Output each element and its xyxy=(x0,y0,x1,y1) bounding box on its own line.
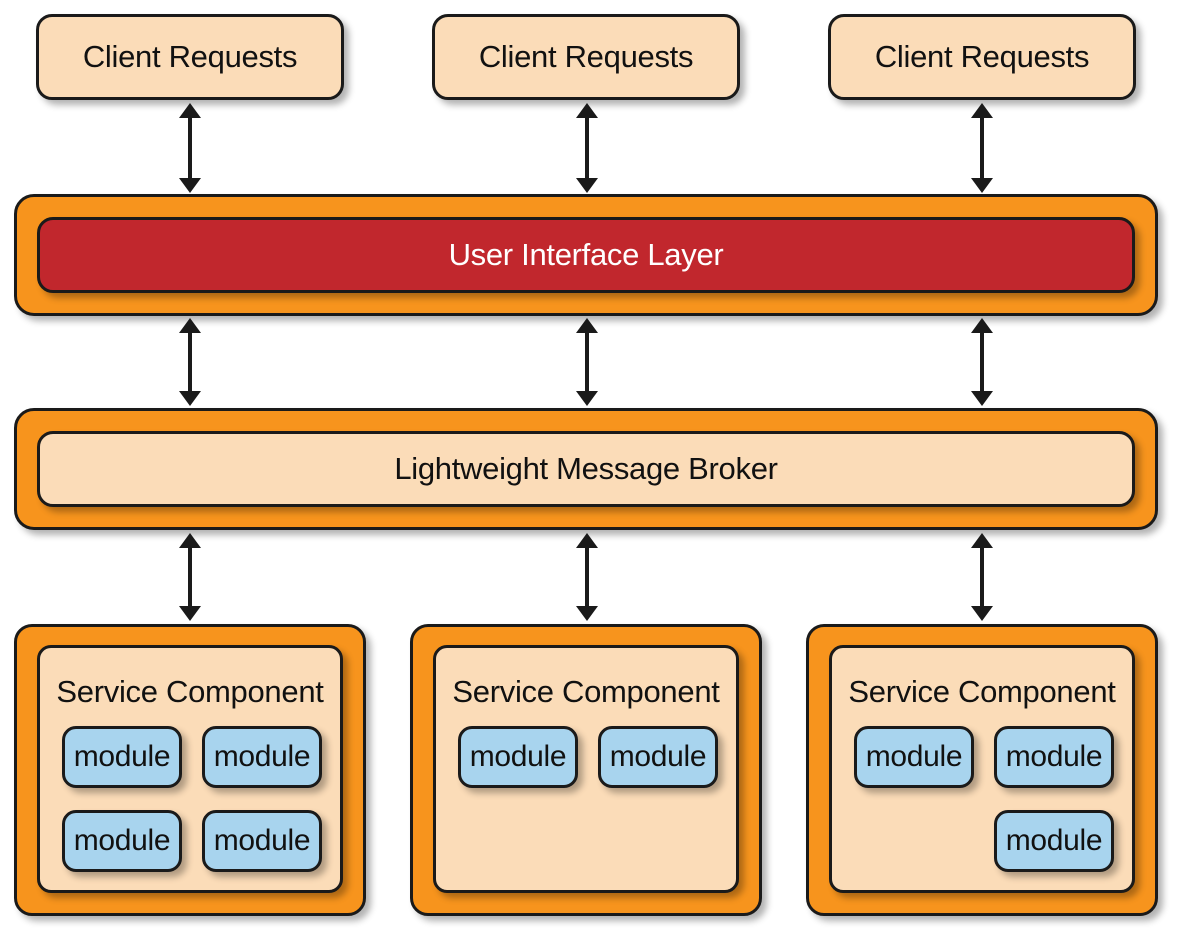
client-requests-label-3: Client Requests xyxy=(874,39,1090,74)
service-component-2: Service Component module module xyxy=(433,645,739,893)
broker-service-arrow-2 xyxy=(576,533,598,621)
service-component-3: Service Component module module module xyxy=(829,645,1135,893)
client-ui-arrow-1 xyxy=(179,103,201,193)
module-box: module xyxy=(202,810,322,872)
user-interface-layer-container: User Interface Layer xyxy=(14,194,1158,316)
service-component-title-3: Service Component xyxy=(848,674,1116,709)
ui-broker-arrow-1 xyxy=(179,318,201,406)
ui-broker-arrow-2 xyxy=(576,318,598,406)
client-requests-box-3: Client Requests xyxy=(828,14,1136,100)
user-interface-layer: User Interface Layer xyxy=(37,217,1135,293)
service-component-container-2: Service Component module module xyxy=(410,624,762,916)
module-box: module xyxy=(62,810,182,872)
message-broker-layer-container: Lightweight Message Broker xyxy=(14,408,1158,530)
module-box: module xyxy=(994,810,1114,872)
service-component-1: Service Component module module module m… xyxy=(37,645,343,893)
module-box: module xyxy=(854,726,974,788)
client-requests-box-2: Client Requests xyxy=(432,14,740,100)
service-component-container-1: Service Component module module module m… xyxy=(14,624,366,916)
user-interface-layer-label: User Interface Layer xyxy=(448,237,724,272)
module-box: module xyxy=(62,726,182,788)
ui-broker-arrow-3 xyxy=(971,318,993,406)
message-broker-layer-label: Lightweight Message Broker xyxy=(394,451,778,486)
client-requests-label-1: Client Requests xyxy=(82,39,298,74)
service-component-title-1: Service Component xyxy=(56,674,324,709)
message-broker-layer: Lightweight Message Broker xyxy=(37,431,1135,507)
client-ui-arrow-3 xyxy=(971,103,993,193)
module-box: module xyxy=(598,726,718,788)
module-box: module xyxy=(458,726,578,788)
client-requests-box-1: Client Requests xyxy=(36,14,344,100)
broker-service-arrow-3 xyxy=(971,533,993,621)
broker-service-arrow-1 xyxy=(179,533,201,621)
module-box: module xyxy=(202,726,322,788)
client-requests-label-2: Client Requests xyxy=(478,39,694,74)
service-component-title-2: Service Component xyxy=(452,674,720,709)
module-box: module xyxy=(994,726,1114,788)
service-component-container-3: Service Component module module module xyxy=(806,624,1158,916)
client-ui-arrow-2 xyxy=(576,103,598,193)
